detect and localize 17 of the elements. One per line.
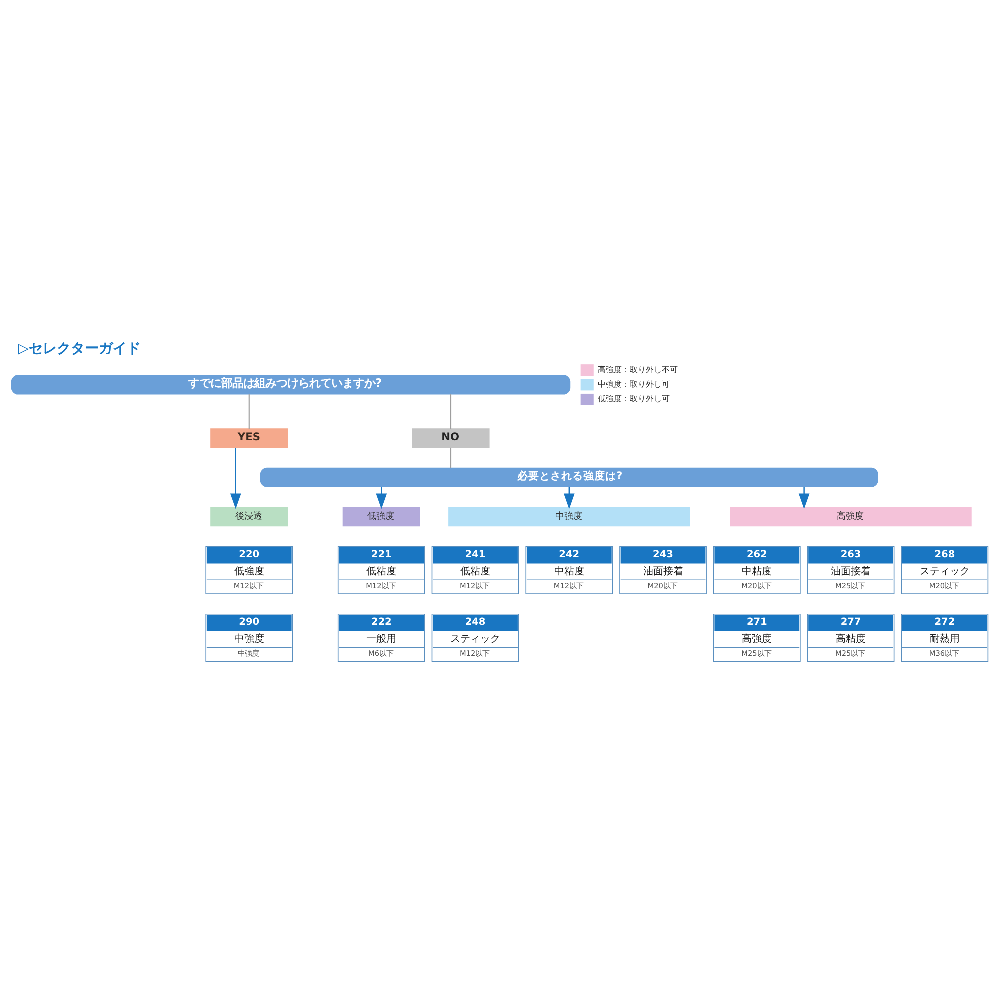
node-box: 中強度 <box>448 506 690 526</box>
arrow <box>798 486 810 509</box>
node-box: NO <box>412 428 490 448</box>
connector <box>450 447 452 468</box>
node-box: 後浸透 <box>210 506 288 526</box>
connector <box>450 394 452 428</box>
node-box: すでに部品は組みつけられていますか? <box>11 374 571 394</box>
diagram-title: ▷セレクターガイド <box>18 340 142 356</box>
arrow <box>230 448 242 509</box>
legend-label: 中強度：取り外し可 <box>598 378 670 389</box>
connector <box>248 394 250 428</box>
node-box: YES <box>210 428 288 448</box>
node-box: 必要とされる強度は? <box>260 467 878 487</box>
legend-label: 高強度：取り外し不可 <box>598 364 678 374</box>
node-box: 高強度 <box>730 506 972 526</box>
node-box: 低強度 <box>342 506 420 526</box>
legend-label: 低強度：取り外し可 <box>598 393 670 404</box>
